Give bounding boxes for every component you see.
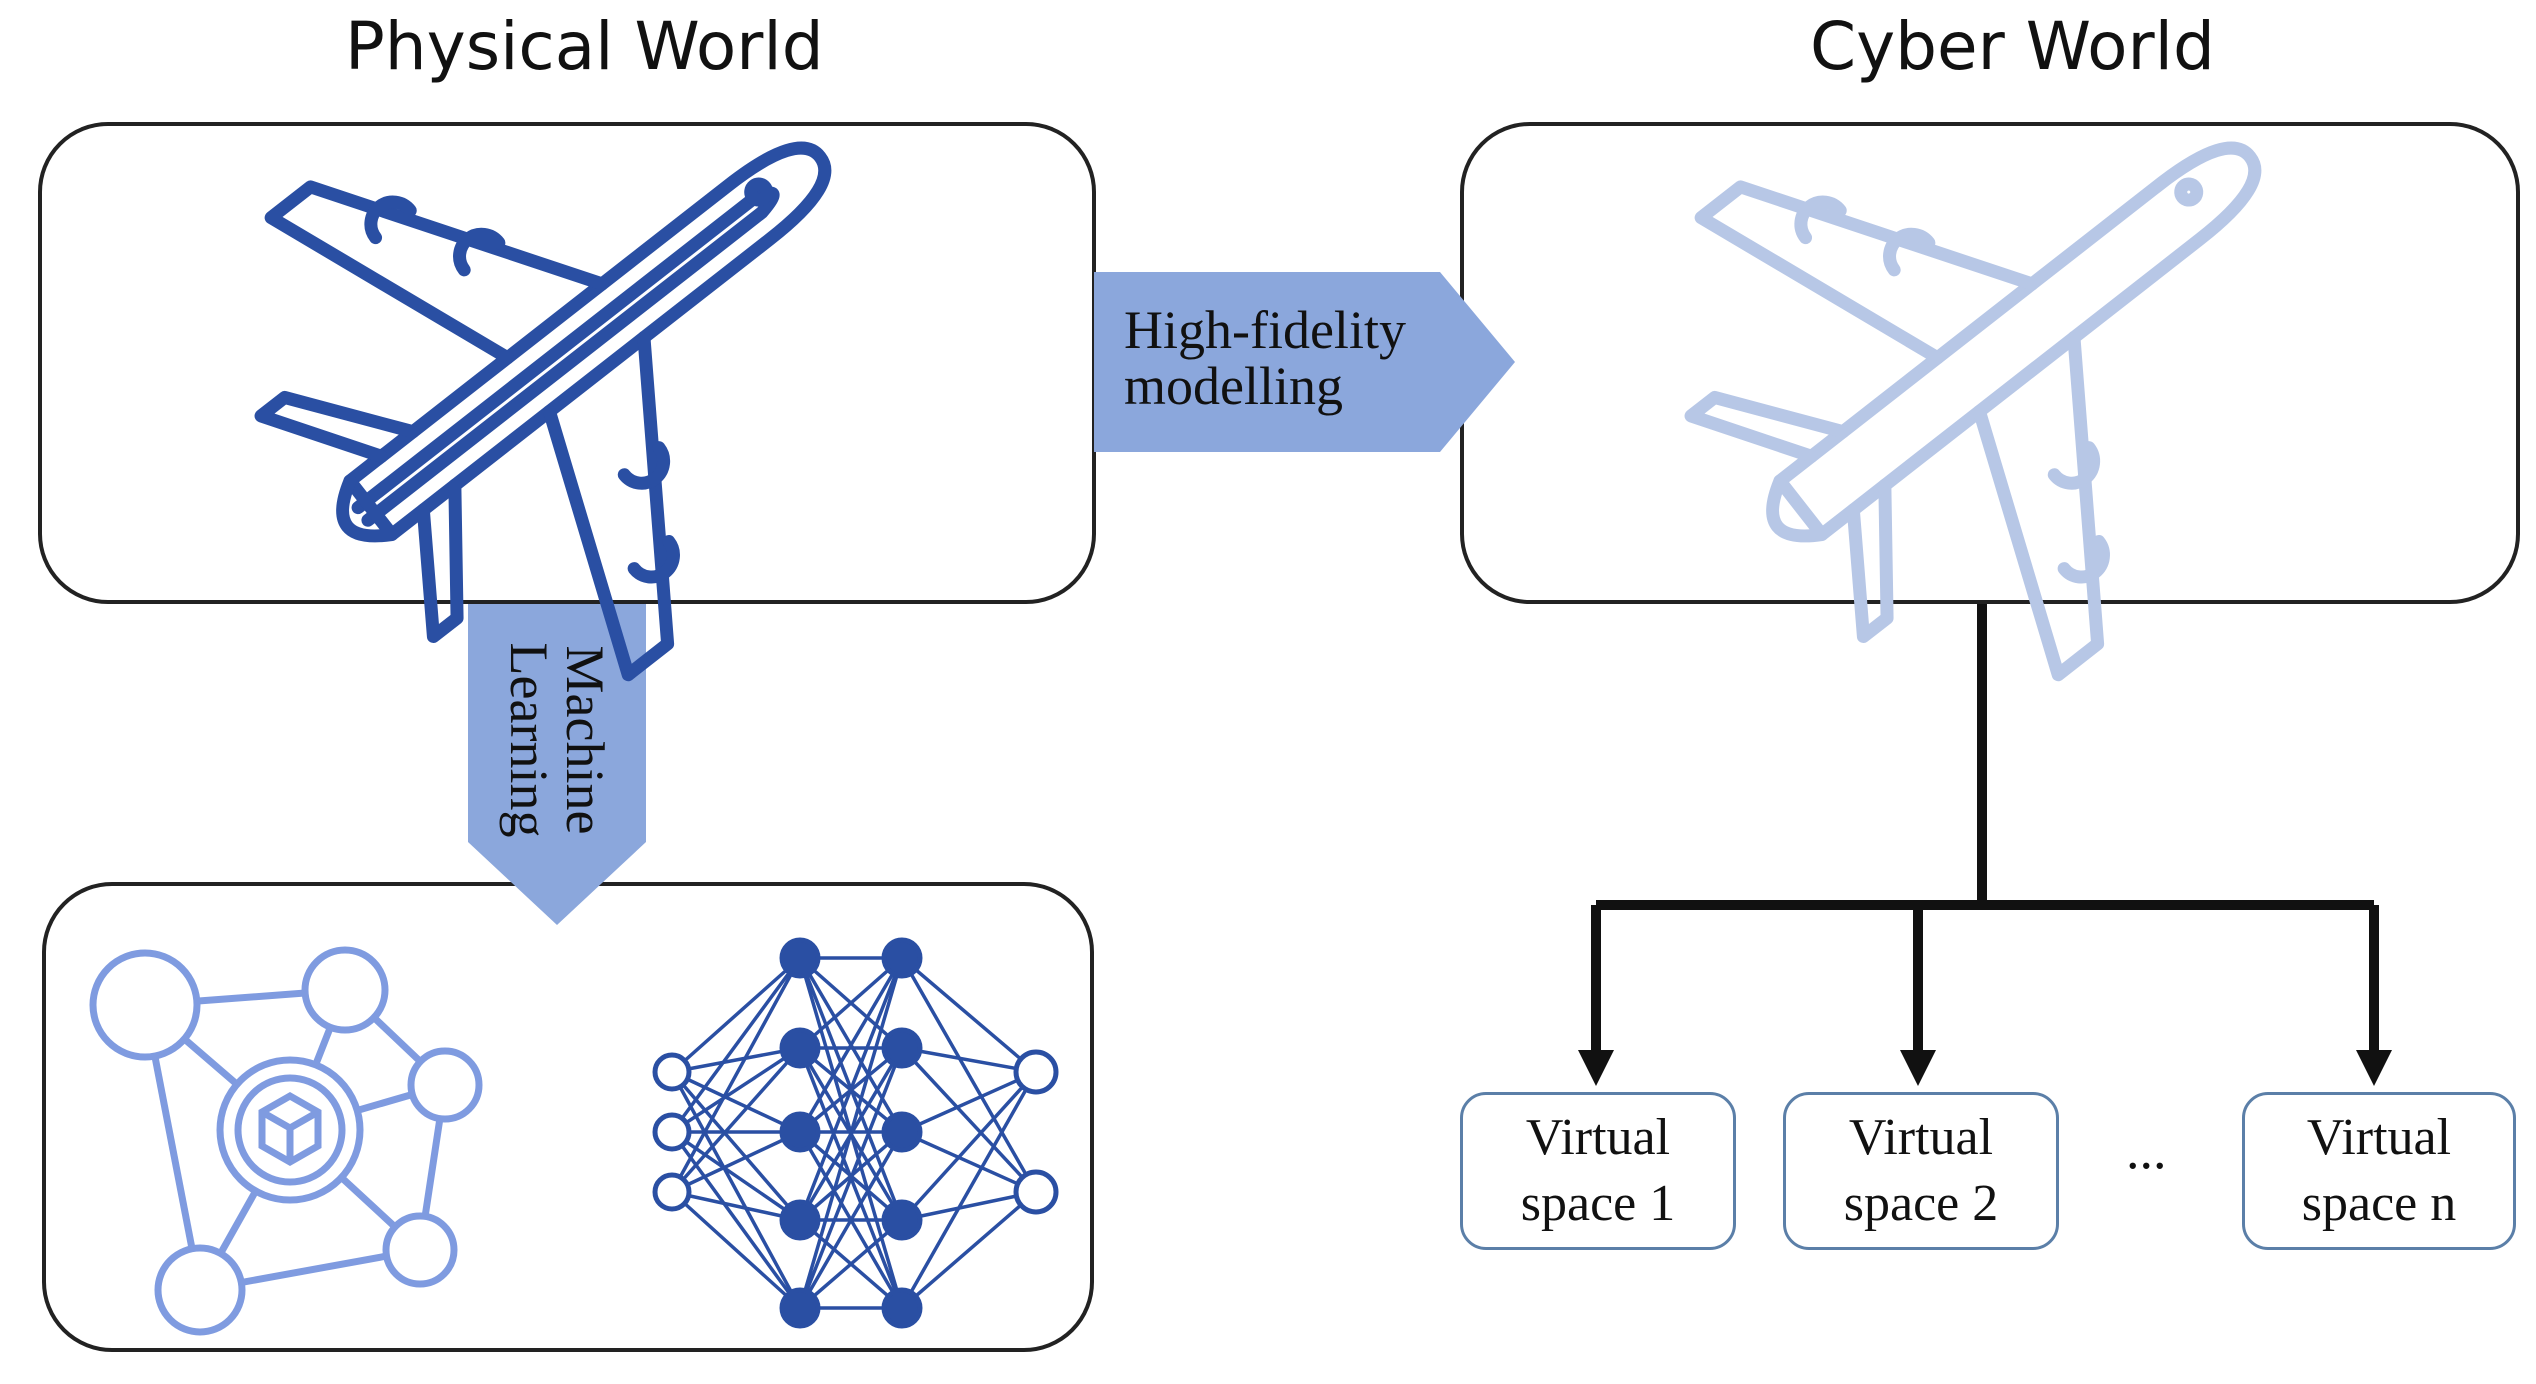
ghost-airplane-icon (1684, 141, 2262, 682)
nn-edge (901, 1190, 1037, 1222)
nn-node (881, 1199, 923, 1241)
nn-edge (671, 1190, 801, 1222)
physical-world-title: Physical World (345, 8, 824, 85)
nn-edge (901, 1070, 1037, 1134)
nn-edge (798, 957, 904, 1133)
virtual-space-1-box: Virtual space 1 (1460, 1092, 1736, 1250)
neural-network-icon (652, 937, 1059, 1329)
nn-edge (670, 1070, 802, 1222)
nn-edge (798, 956, 904, 1050)
nn-node (779, 1287, 821, 1329)
high-fidelity-line1: High-fidelity (1124, 300, 1406, 360)
nn-node (652, 1052, 692, 1092)
nn-edge (670, 957, 802, 1193)
nn-edge (900, 1071, 1038, 1309)
nn-edge (798, 1047, 904, 1309)
nn-node (779, 1199, 821, 1241)
machine-learning-line1: Machine (555, 645, 615, 835)
nn-edge (670, 956, 802, 1074)
high-fidelity-line2: modelling (1124, 356, 1343, 416)
machine-learning-line2: Learning (499, 642, 559, 838)
nn-node (779, 1111, 821, 1153)
virtual-space-1-line2: space 1 (1520, 1175, 1676, 1232)
virtual-space-2-box: Virtual space 2 (1783, 1092, 2059, 1250)
network-graph-icon (89, 946, 483, 1336)
nn-edge (671, 1130, 801, 1194)
nn-node (652, 1172, 692, 1212)
nn-edge (798, 957, 904, 1309)
nn-edge (900, 957, 1038, 1193)
nn-edge (901, 1130, 1037, 1194)
nn-node (779, 1027, 821, 1069)
nn-edge (900, 1070, 1038, 1222)
virtual-space-n-line1: Virtual (2306, 1109, 2452, 1166)
tree-connector (1591, 604, 2379, 1052)
nn-node (652, 1112, 692, 1152)
high-fidelity-label: High-fidelity modelling (1124, 302, 1406, 414)
physical-object-box (38, 122, 1096, 604)
virtual-space-1-line1: Virtual (1525, 1109, 1671, 1166)
nn-node (779, 937, 821, 979)
nn-edge (670, 1130, 802, 1310)
arrowhead-n (2356, 1050, 2392, 1086)
virtual-space-2-line2: space 2 (1843, 1175, 1999, 1232)
nn-node (881, 1111, 923, 1153)
machine-learning-arrow (468, 604, 646, 925)
arrowhead-1 (1578, 1050, 1614, 1086)
nn-node (881, 1287, 923, 1329)
nn-node (881, 1027, 923, 1069)
nn-edge (671, 1130, 801, 1222)
nn-edge (900, 956, 1038, 1074)
nn-edge (671, 1046, 801, 1074)
high-fidelity-arrow (1094, 272, 1515, 452)
nn-edge (670, 1071, 802, 1309)
nn-edge (798, 957, 904, 1221)
nn-edge (670, 956, 802, 1134)
nn-node (1013, 1049, 1059, 1095)
virtual-space-2-line1: Virtual (1848, 1109, 1994, 1166)
nn-node (881, 937, 923, 979)
nn-edge (798, 1131, 904, 1309)
nn-edge (671, 1046, 801, 1134)
digital-twin-box (1460, 122, 2520, 604)
nn-edge (670, 1046, 802, 1194)
nn-node (1013, 1169, 1059, 1215)
nn-edge (670, 1190, 802, 1310)
nn-edge (900, 1046, 1038, 1194)
airplane-icon (254, 141, 832, 682)
nn-edge (900, 1190, 1038, 1310)
nn-edge (671, 1070, 801, 1134)
virtual-space-n-box: Virtual space n (2242, 1092, 2516, 1250)
machine-learning-label: Machine Learning (499, 642, 615, 838)
virtual-space-n-line2: space n (2301, 1175, 2457, 1232)
arrowhead-2 (1900, 1050, 1936, 1086)
cyber-world-title: Cyber World (1810, 8, 2215, 85)
nn-edge (901, 1046, 1037, 1074)
nn-edge (798, 1218, 904, 1310)
ellipsis-label: ... (2126, 1120, 2167, 1180)
